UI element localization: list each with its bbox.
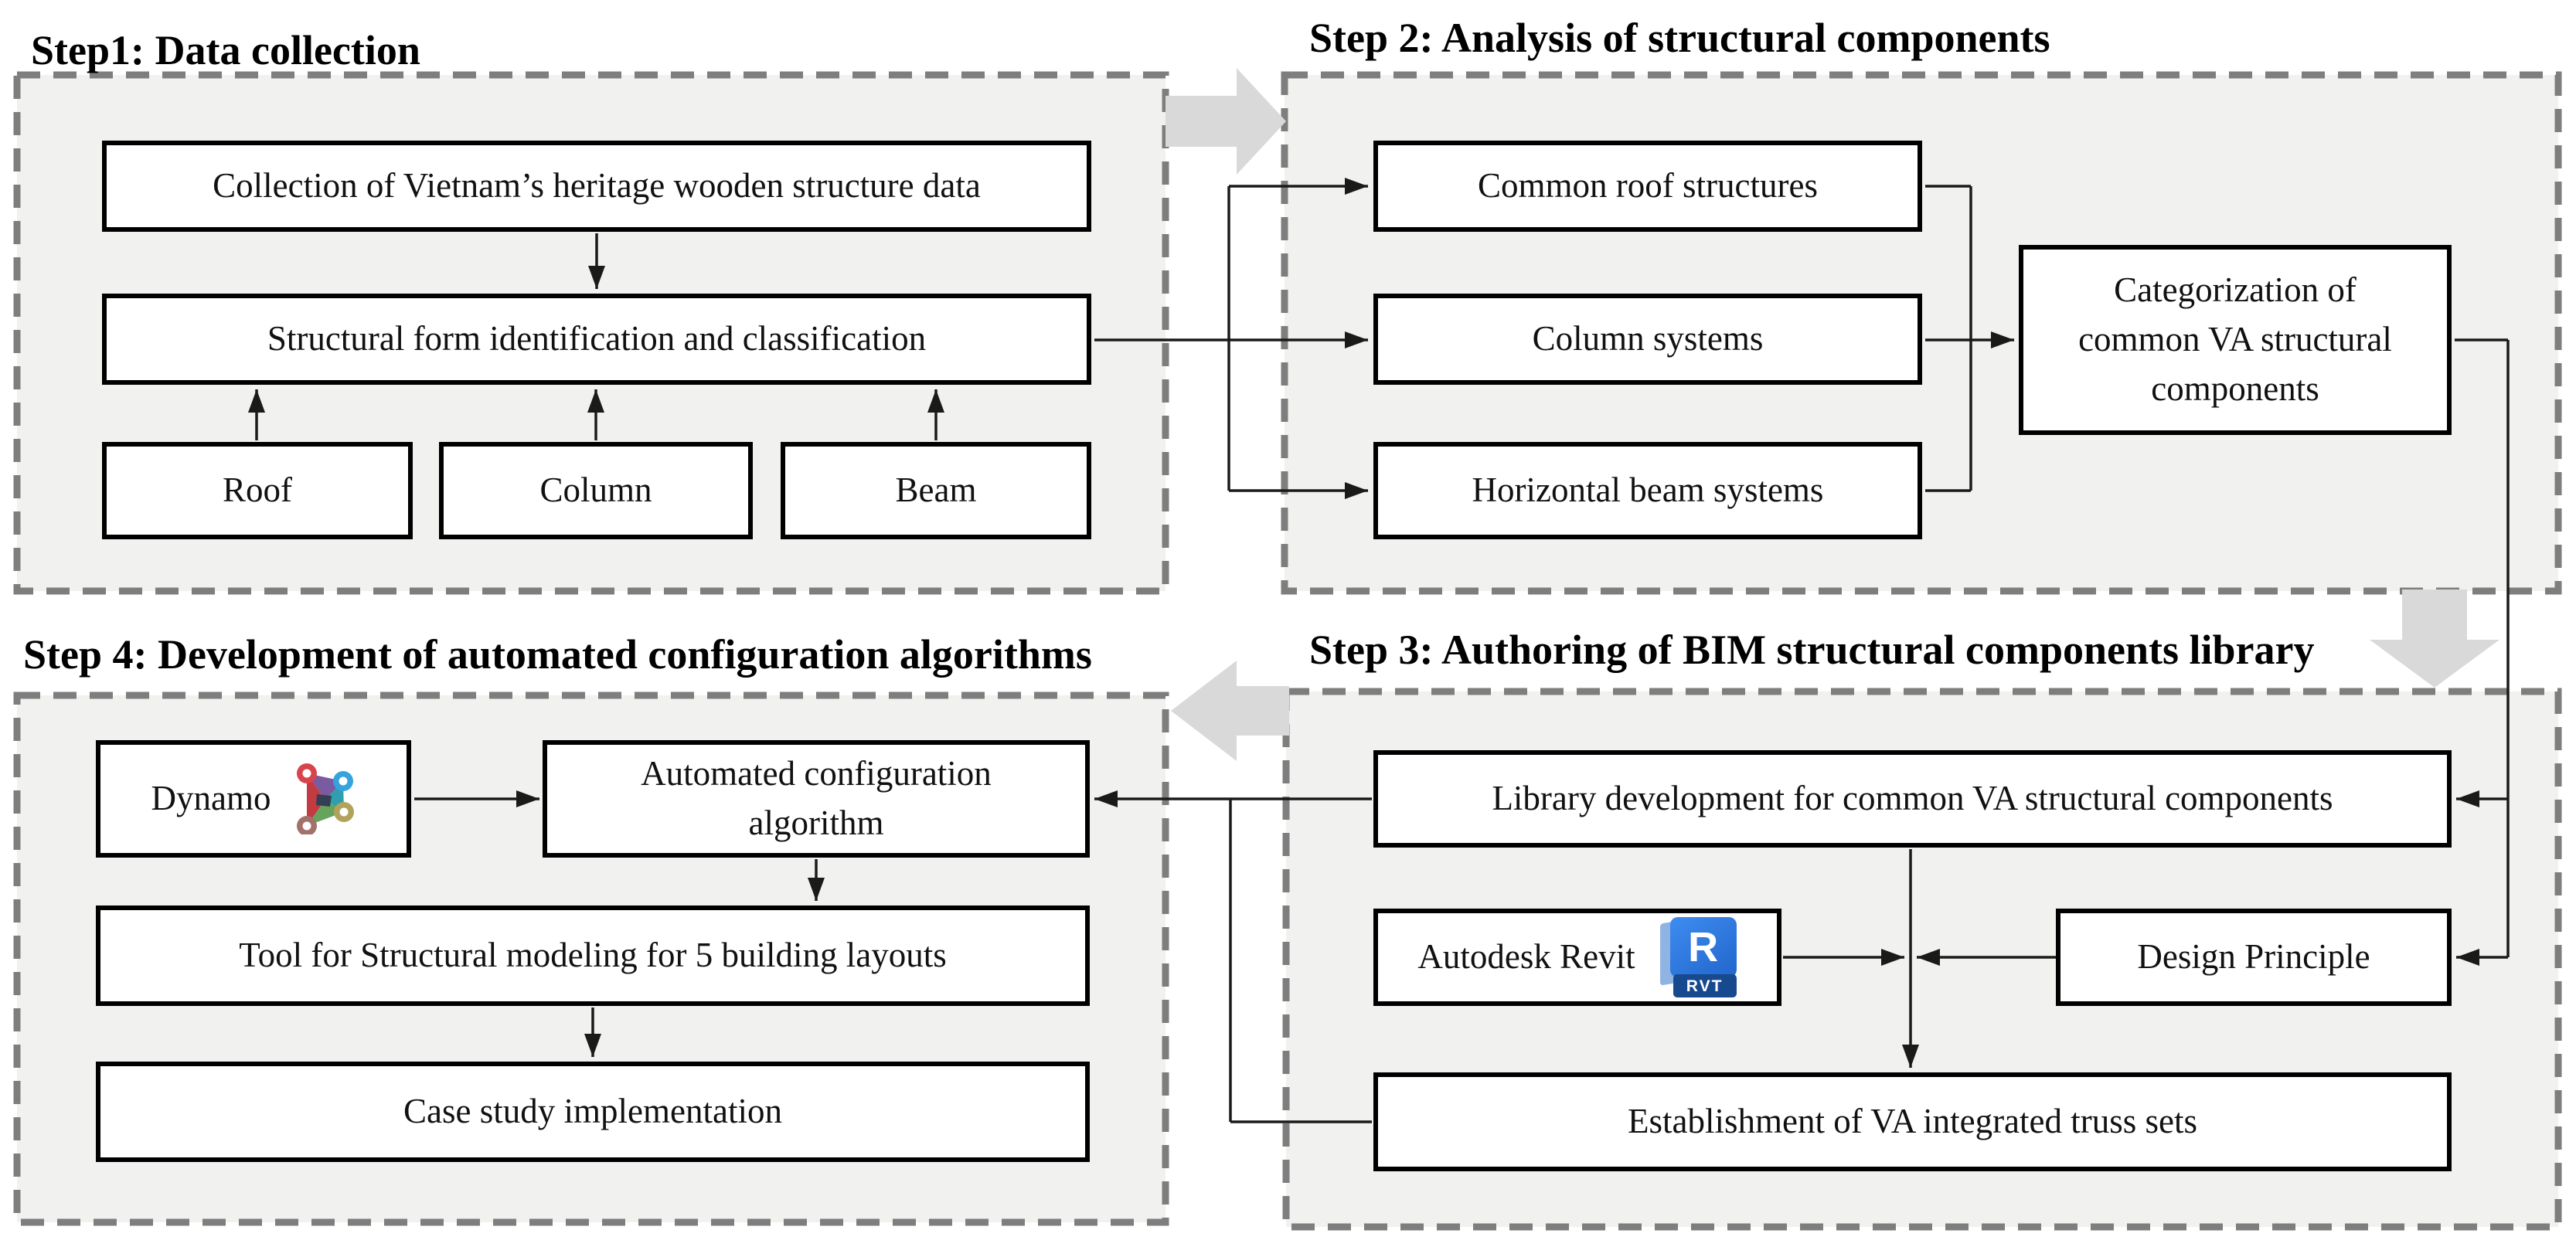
box-tool: Tool for Structural modeling for 5 build… <box>96 906 1090 1006</box>
box-algorithm: Automated configuration algorithm <box>543 740 1090 858</box>
box-roof-label: Roof <box>223 471 292 510</box>
box-common-roof: Common roof structures <box>1373 141 1922 232</box>
box-column-systems: Column systems <box>1373 294 1922 385</box>
revit-logo-square: R <box>1669 917 1737 977</box>
box-collection: Collection of Vietnam’s heritage wooden … <box>102 141 1091 232</box>
box-autodesk-revit-label: Autodesk Revit <box>1417 937 1635 977</box>
box-case-study: Case study implementation <box>96 1062 1090 1162</box>
step1-title: Step1: Data collection <box>31 27 420 73</box>
box-column-systems-label: Column systems <box>1532 319 1764 358</box>
connector-lines <box>248 178 2510 1123</box>
step3-title: Step 3: Authoring of BIM structural comp… <box>1309 627 2315 673</box>
box-tool-label: Tool for Structural modeling for 5 build… <box>239 936 947 975</box>
step-flow-arrows <box>1165 68 2499 761</box>
dynamo-logo-icon <box>297 763 355 834</box>
box-truss-sets-label: Establishment of VA integrated truss set… <box>1627 1102 2198 1141</box>
box-identification: Structural form identification and class… <box>102 294 1091 385</box>
box-identification-label: Structural form identification and class… <box>267 319 927 358</box>
revit-logo-banner: RVT <box>1673 974 1737 997</box>
box-categorization: Categorization of common VA structural c… <box>2019 245 2452 435</box>
box-collection-label: Collection of Vietnam’s heritage wooden … <box>213 166 981 206</box>
box-dynamo: Dynamo <box>96 740 411 858</box>
box-library-label: Library development for common VA struct… <box>1492 779 2333 818</box>
box-design-principle-label: Design Principle <box>2137 937 2370 977</box>
box-dynamo-label: Dynamo <box>151 779 271 818</box>
box-column: Column <box>439 442 753 539</box>
step3-to-step4-arrow-icon <box>1171 661 1289 761</box>
box-beam-label: Beam <box>895 471 977 510</box>
box-common-roof-label: Common roof structures <box>1478 166 1818 206</box>
box-roof: Roof <box>102 442 413 539</box>
box-categorization-label: Categorization of common VA structural c… <box>2078 270 2392 408</box>
box-autodesk-revit: Autodesk Revit R RVT <box>1373 909 1781 1006</box>
revit-logo-icon: R RVT <box>1659 917 1737 997</box>
revit-logo-banner-label: RVT <box>1686 977 1724 995</box>
box-truss-sets: Establishment of VA integrated truss set… <box>1373 1072 2452 1171</box>
box-horizontal-beam-label: Horizontal beam systems <box>1472 471 1824 510</box>
box-design-principle: Design Principle <box>2056 909 2452 1006</box>
box-case-study-label: Case study implementation <box>403 1092 782 1131</box>
step2-to-step3-arrow-icon <box>2370 590 2499 688</box>
box-horizontal-beam: Horizontal beam systems <box>1373 442 1922 539</box>
box-beam: Beam <box>781 442 1091 539</box>
step1-to-step2-arrow-icon <box>1165 68 1286 175</box>
box-algorithm-label: Automated configuration algorithm <box>641 754 992 842</box>
step4-title: Step 4: Development of automated configu… <box>23 631 1092 678</box>
step2-title: Step 2: Analysis of structural component… <box>1309 15 2050 61</box>
revit-logo-letter: R <box>1688 924 1719 970</box>
box-library: Library development for common VA struct… <box>1373 750 2452 848</box>
box-column-label: Column <box>539 471 652 510</box>
